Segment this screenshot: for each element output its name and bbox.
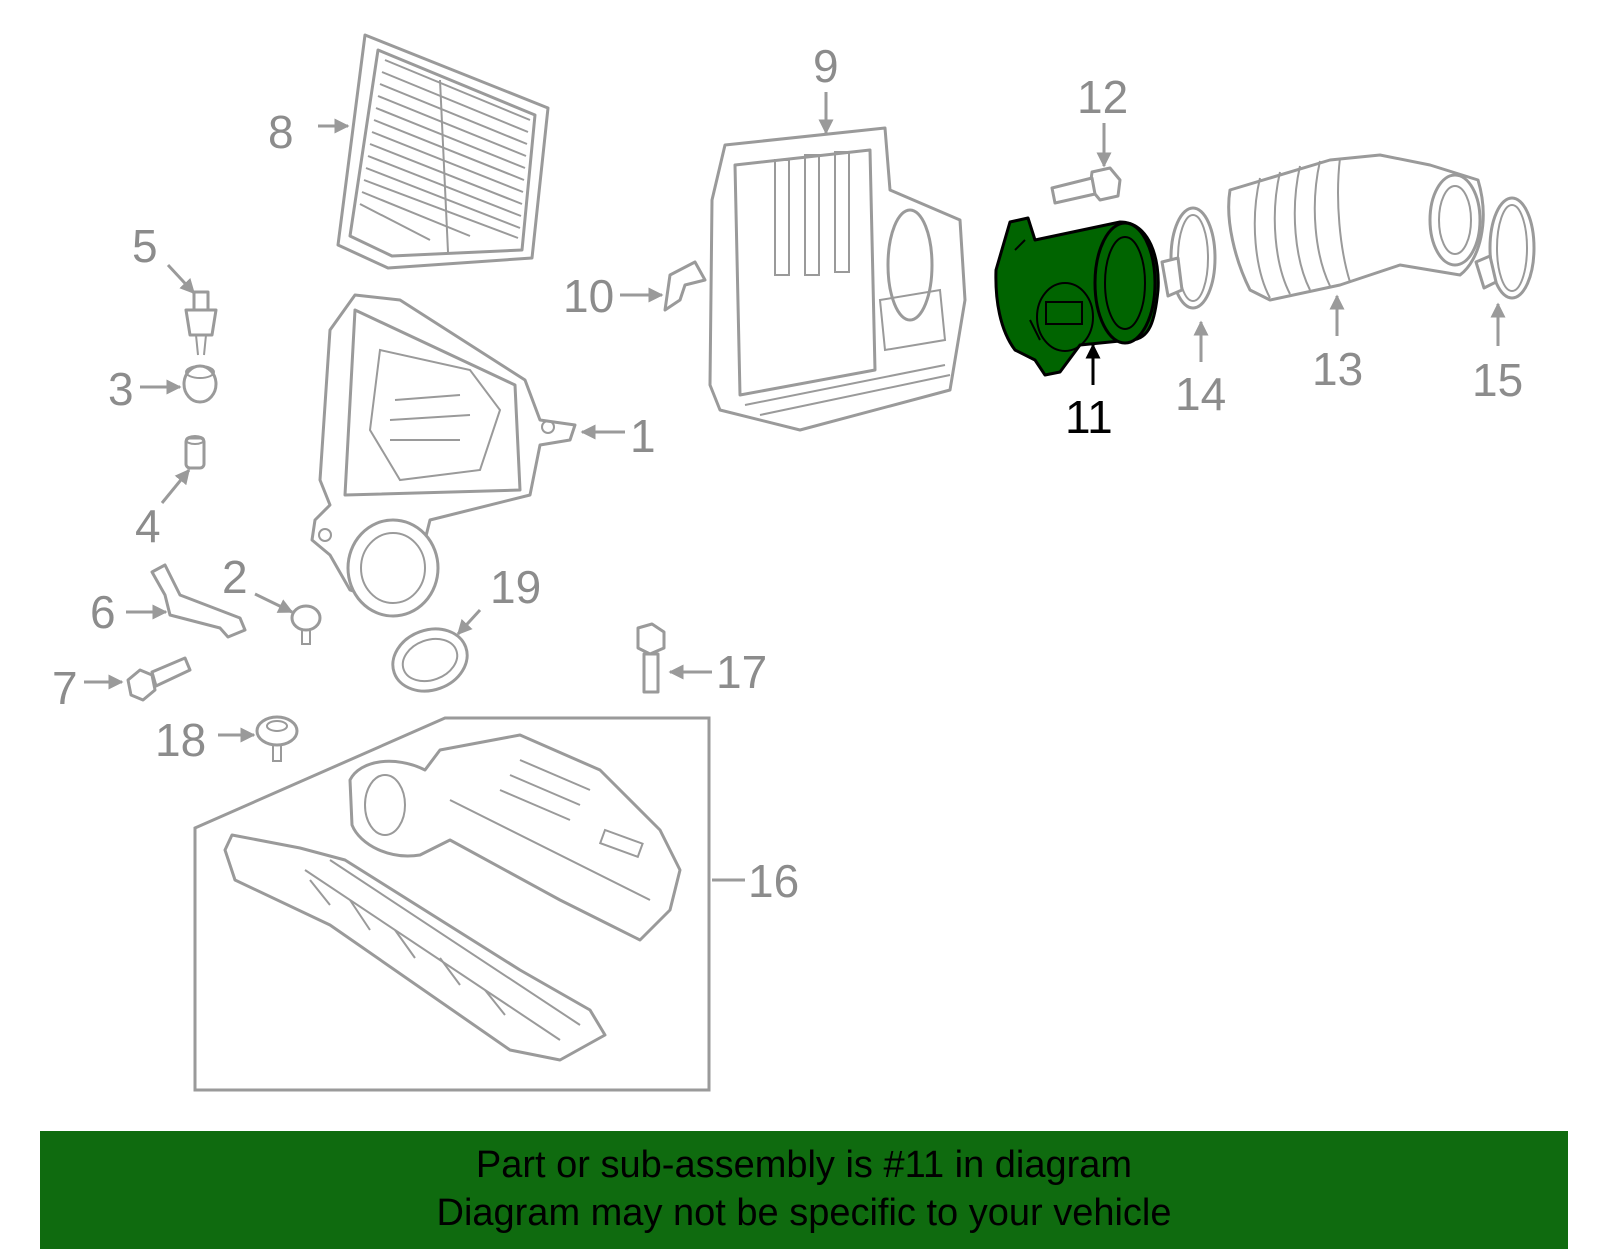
part-13-intake-hose[interactable] [1227,153,1485,302]
part-8-air-filter[interactable] [336,33,550,270]
part-14-clamp[interactable] [1160,206,1217,310]
part-6-bracket[interactable] [150,563,247,639]
banner-line-2: Diagram may not be specific to your vehi… [436,1192,1172,1234]
leader-lines [84,92,1506,882]
part-17-bolt[interactable] [636,622,666,694]
callout-16[interactable]: 16 [748,855,799,907]
callout-1[interactable]: 1 [630,410,656,462]
part-3-grommet[interactable] [182,364,218,404]
banner-line-1: Part or sub-assembly is #11 in diagram [475,1144,1133,1186]
callout-6[interactable]: 6 [90,586,116,638]
callout-18[interactable]: 18 [155,714,206,766]
callout-14[interactable]: 14 [1175,368,1226,420]
info-banner: Part or sub-assembly is #11 in diagram D… [40,1131,1568,1249]
callout-4[interactable]: 4 [135,500,161,552]
callout-3[interactable]: 3 [108,363,134,415]
callout-8[interactable]: 8 [268,106,294,158]
callout-17[interactable]: 17 [716,646,767,698]
callout-19[interactable]: 19 [490,561,541,613]
part-15-clamp[interactable] [1474,196,1536,300]
part-16-assembly-box[interactable] [193,716,711,1092]
part-12-bolt[interactable] [1050,166,1122,205]
callout-13[interactable]: 13 [1312,343,1363,395]
part-11-maf-sensor[interactable] [994,216,1160,377]
part-7-bolt[interactable] [126,656,192,702]
part-5-pin[interactable] [184,290,218,356]
callout-labels: 8 9 12 10 5 3 4 1 6 2 19 17 7 18 16 11 1… [52,40,1523,907]
callout-12[interactable]: 12 [1077,71,1128,123]
part-4-bushing[interactable] [184,435,206,470]
callout-5[interactable]: 5 [132,220,158,272]
callout-2[interactable]: 2 [222,551,248,603]
callout-9[interactable]: 9 [813,40,839,92]
callout-11[interactable]: 11 [1065,391,1113,443]
callout-7[interactable]: 7 [52,662,78,714]
callout-15[interactable]: 15 [1472,354,1523,406]
part-1-airbox-lower[interactable] [310,293,577,618]
part-2-screw[interactable] [290,604,322,645]
callout-10[interactable]: 10 [563,270,614,322]
part-10-clip[interactable] [663,260,707,312]
part-18-screw[interactable] [255,715,299,762]
part-19-seal[interactable] [384,619,476,701]
part-9-airbox-cover[interactable] [708,126,967,432]
